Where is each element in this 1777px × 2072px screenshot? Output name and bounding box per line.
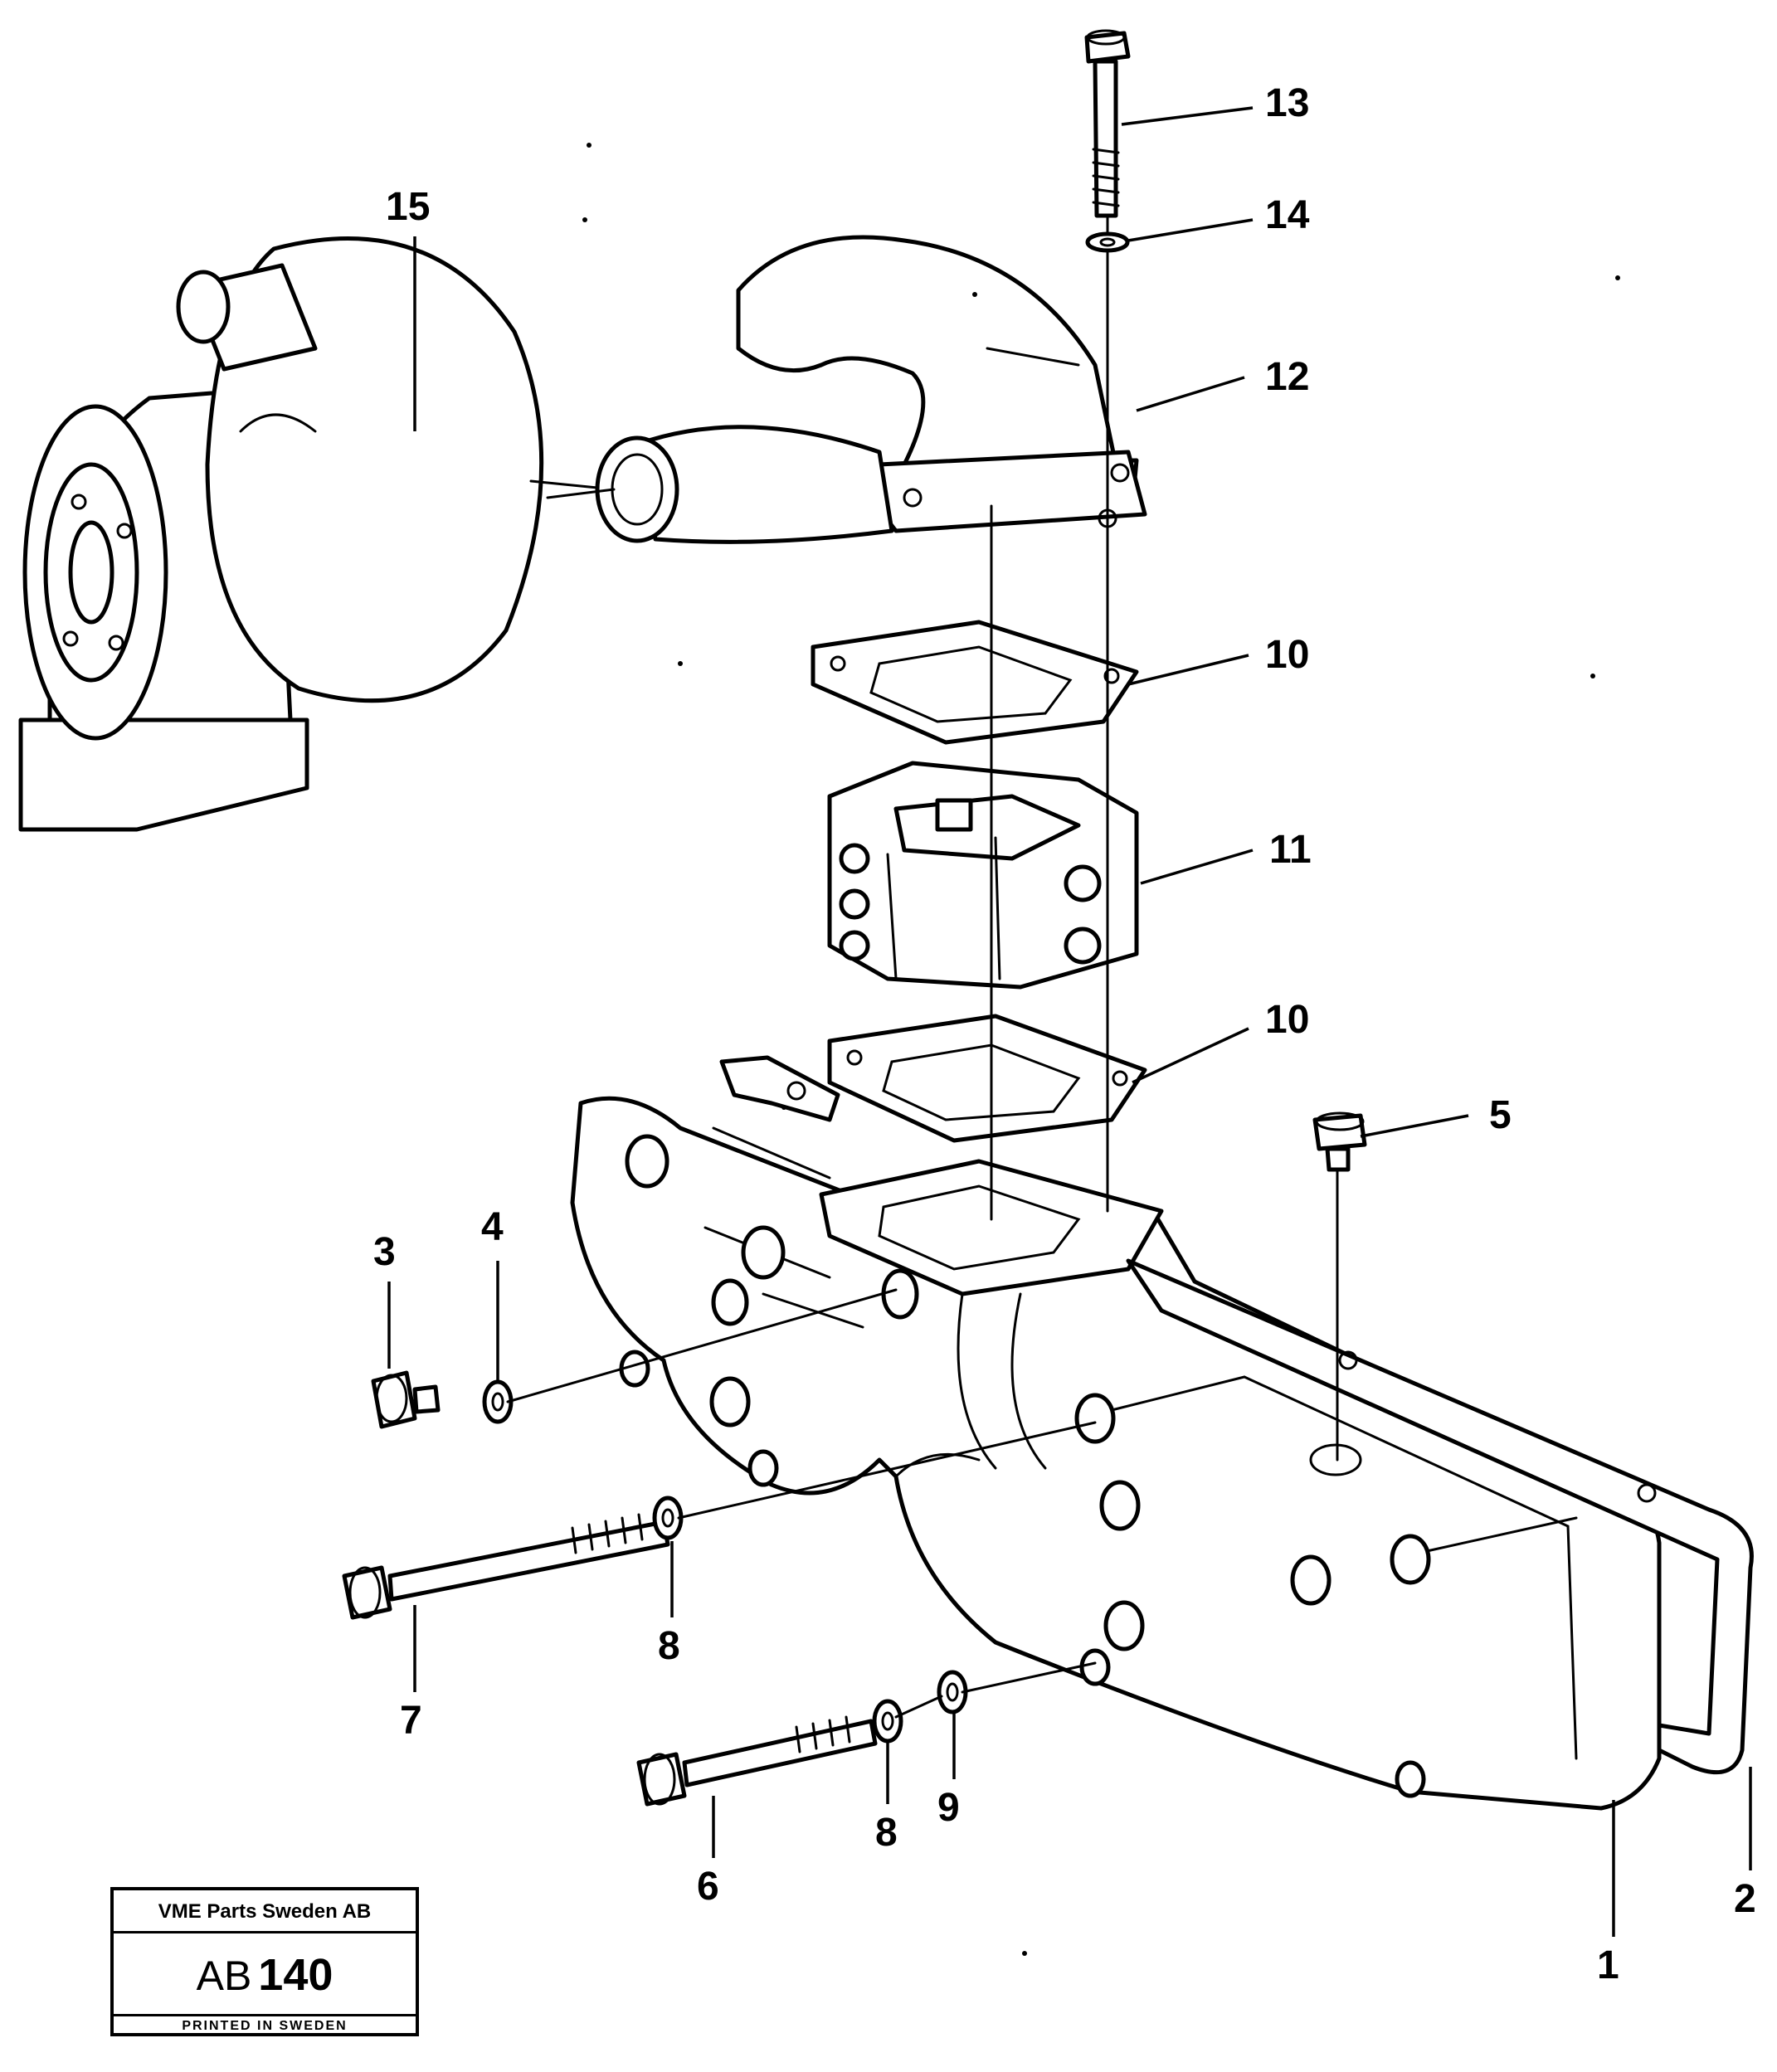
drawing-code-prefix: AB [196,1953,252,1999]
callout-8-upper: 8 [658,1624,680,1668]
callout-6: 6 [697,1865,719,1909]
callout-9: 9 [937,1786,960,1830]
callout-5: 5 [1489,1093,1512,1137]
callout-8-lower: 8 [875,1811,898,1855]
turbocharger [18,236,616,832]
plug-3 [371,1370,441,1429]
callout-3: 3 [373,1230,396,1274]
gasket-lower [827,1014,1147,1143]
callout-15: 15 [386,185,430,229]
washer-8-upper [652,1496,684,1540]
callout-7: 7 [400,1699,422,1743]
washer-14 [1085,231,1130,253]
callout-4: 4 [481,1205,504,1249]
callout-10-upper: 10 [1265,633,1309,677]
callouts: 1 2 3 4 5 6 7 8 8 9 10 10 11 12 13 14 15 [373,81,1756,1987]
drawing-code-number: 140 [258,1950,333,2000]
manifold-gasket [719,1055,1754,1775]
bolt-7 [342,1513,670,1620]
scan-specks [582,143,1620,1956]
plug-5 [1312,1111,1367,1172]
exhaust-elbow [595,235,1147,544]
leader-lines [387,106,1752,1937]
gasket-upper [811,620,1139,745]
washer-4 [482,1379,514,1424]
assembly-lines [506,214,1339,1719]
callout-11: 11 [1269,828,1312,872]
callout-2: 2 [1734,1877,1756,1921]
callout-13: 13 [1265,81,1309,125]
company-name: VME Parts Sweden AB [114,1890,416,1933]
bolt-6 [636,1715,878,1807]
printed-note: PRINTED IN SWEDEN [182,2019,348,2033]
callout-10-lower: 10 [1265,998,1309,1042]
callout-1: 1 [1597,1943,1619,1987]
exhaust-brake-housing [827,761,1139,990]
bolt-13 [1084,29,1131,218]
callout-12: 12 [1265,355,1309,399]
washer-8-lower [872,1699,903,1744]
callout-14: 14 [1265,193,1310,237]
